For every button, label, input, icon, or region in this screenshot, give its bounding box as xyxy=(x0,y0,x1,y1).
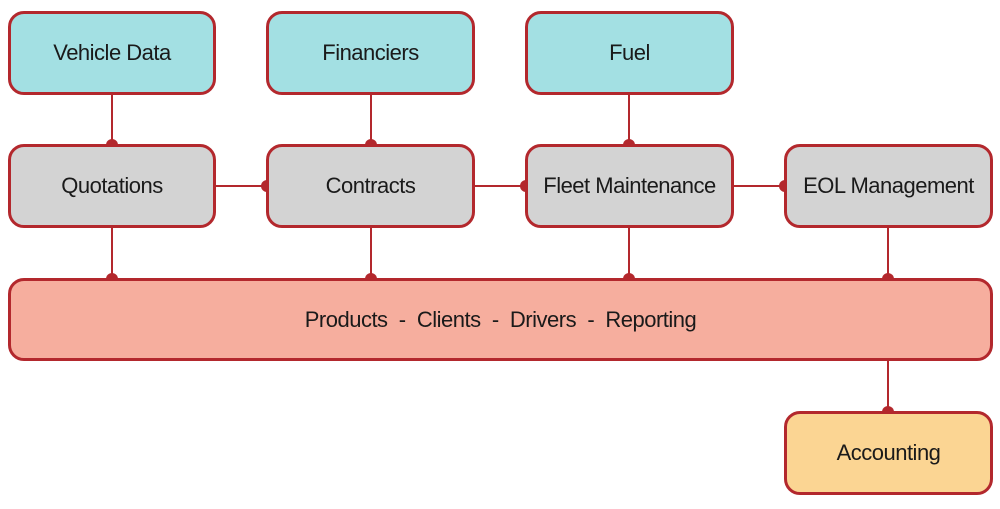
fleet-maintenance-box: Fleet Maintenance xyxy=(525,144,734,228)
platform-separator xyxy=(388,307,399,333)
fuel-label: Fuel xyxy=(609,40,650,65)
platform-bar: Products - Clients - Drivers - Reporting xyxy=(8,278,993,361)
fleet-maintenance-label: Fleet Maintenance xyxy=(543,173,716,198)
fuel-box: Fuel xyxy=(525,11,734,95)
contracts-box: Contracts xyxy=(266,144,475,228)
platform-separator xyxy=(481,307,492,333)
platform-separator-space xyxy=(499,307,510,333)
eol-management-box: EOL Management xyxy=(784,144,993,228)
platform-item-products: Products xyxy=(304,306,388,332)
accounting-box: Accounting xyxy=(784,411,993,495)
vehicle-data-label: Vehicle Data xyxy=(53,40,171,65)
platform-separator-dash: - xyxy=(398,306,406,332)
financiers-box: Financiers xyxy=(266,11,475,95)
platform-separator-space xyxy=(406,307,417,333)
vehicle-data-box: Vehicle Data xyxy=(8,11,216,95)
quotations-box: Quotations xyxy=(8,144,216,228)
financiers-label: Financiers xyxy=(322,40,419,65)
platform-separator-dash: - xyxy=(491,306,499,332)
platform-item-clients: Clients xyxy=(416,306,481,332)
accounting-label: Accounting xyxy=(836,440,941,465)
platform-separator xyxy=(576,307,587,333)
eol-management-label: EOL Management xyxy=(803,173,974,198)
quotations-label: Quotations xyxy=(61,173,163,198)
platform-item-drivers: Drivers xyxy=(509,306,577,332)
platform-item-reporting: Reporting xyxy=(605,306,697,332)
contracts-label: Contracts xyxy=(325,173,416,198)
platform-separator-dash: - xyxy=(587,306,595,332)
platform-separator-space xyxy=(594,307,605,333)
